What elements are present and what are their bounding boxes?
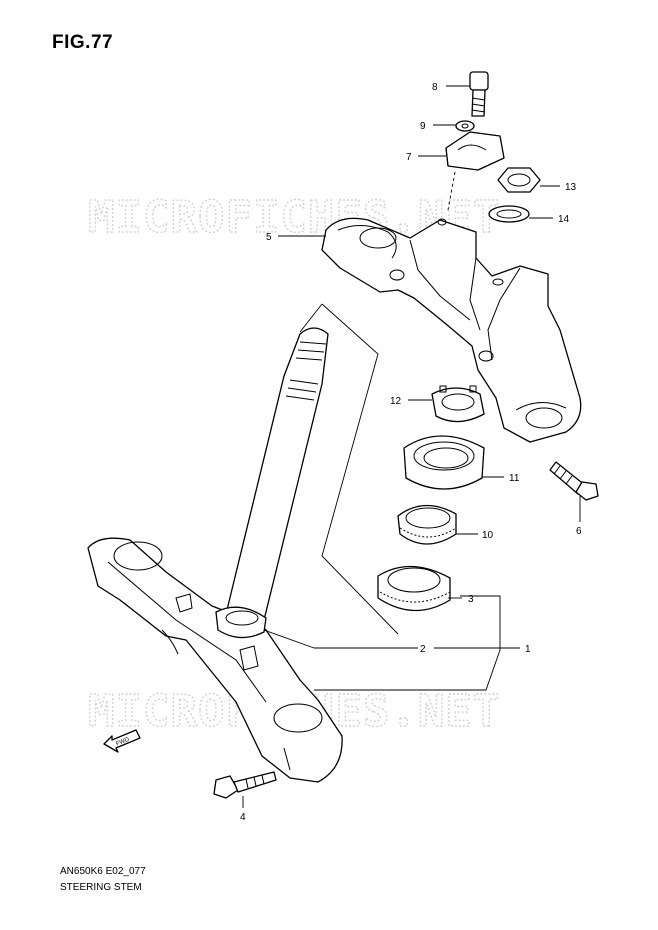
bolt-8: [469, 71, 489, 117]
figure-title: FIG.77: [52, 32, 114, 53]
callout-9: 9: [420, 121, 426, 132]
callout-7: 7: [406, 152, 412, 163]
steering-stem-lower-bracket-1: [87, 327, 343, 783]
callout-8: 8: [432, 82, 438, 93]
callout-10: 10: [482, 530, 494, 541]
diagram-code: AN650K6 E02_077: [60, 866, 146, 877]
fwd-label: FWD: [115, 737, 131, 748]
callout-5: 5: [266, 232, 272, 243]
handlebar-clamp-7: [445, 131, 505, 211]
dust-seal-11: [403, 435, 485, 490]
nut-13: [497, 167, 541, 193]
callout-12: 12: [390, 396, 402, 407]
bearing-3: [377, 565, 451, 612]
forward-arrow-icon: FWD: [103, 729, 141, 753]
callout-1: 1: [525, 644, 531, 655]
callout-4: 4: [240, 812, 246, 823]
assembly-outline: [299, 303, 501, 691]
lock-nut-12: [431, 385, 485, 423]
callout-13: 13: [565, 182, 577, 193]
bolt-6: [549, 461, 599, 501]
steering-stem-upper-bracket-5: [321, 217, 582, 443]
callout-11: 11: [509, 473, 520, 484]
callout-14: 14: [558, 214, 570, 225]
callout-2: 2: [420, 644, 426, 655]
callout-3: 3: [468, 594, 474, 605]
washer-14: [488, 205, 530, 223]
washer-9: [455, 120, 475, 132]
diagram-caption: STEERING STEM: [60, 882, 142, 893]
bearing-10: [397, 504, 457, 545]
callout-6: 6: [576, 526, 582, 537]
leader-lines: [242, 85, 581, 808]
bolt-4: [213, 771, 277, 799]
